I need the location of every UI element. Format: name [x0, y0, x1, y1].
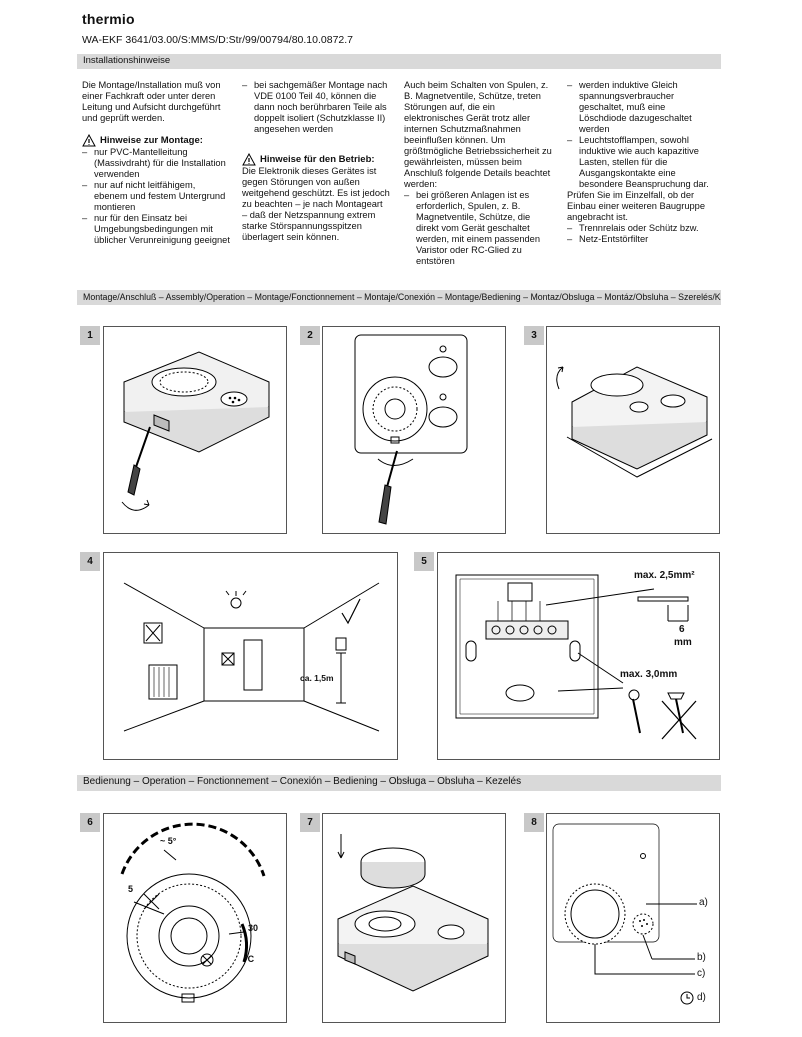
figure-6-panel: ~ 5° 5 30 °C [103, 813, 287, 1023]
room-mounting-illustration [123, 582, 380, 732]
text-column-1: Die Montage/Installation muß von einer F… [82, 80, 230, 246]
label-c: c) [697, 968, 706, 979]
wire-cross-section-label: max. 2,5mm² [634, 570, 695, 581]
figure-number: 4 [80, 552, 100, 571]
label-b: b) [697, 952, 706, 963]
min-temperature-label: 5 [128, 884, 134, 894]
figure-number: 1 [80, 326, 100, 345]
strip-length-label: 6 [679, 624, 685, 635]
section-band-installation: Installationshinweise [77, 54, 721, 69]
list-item: –nur PVC-Mantelleitung (Massivdraht) für… [82, 147, 226, 179]
list-item: –bei sachgemäßer Montage nach VDE 0100 T… [242, 80, 388, 134]
dial-reinsert-illustration [337, 834, 489, 992]
check-paragraph: Prüfen Sie im Einzelfall, ob der Einbau … [567, 190, 706, 222]
text-column-4: –werden induktive Gleich spannungsverbra… [567, 80, 715, 245]
step-approx-label: ~ 5° [160, 836, 177, 846]
operation-paragraph: Die Elektronik dieses Gerätes ist gegen … [242, 166, 390, 242]
list-item: –Leuchtstofflampen, sowohl induktive wie… [567, 135, 709, 189]
temperature-limit-dial-illustration [120, 822, 266, 1003]
brand-title: thermio [82, 11, 135, 27]
document-number: WA-EKF 3641/03.00/S:MMS/D:Str/99/00794/8… [82, 34, 354, 46]
figure-4-panel: ca. 1,5m [103, 552, 398, 760]
temperature-unit-label: °C [244, 954, 255, 964]
label-a: a) [699, 897, 708, 908]
interference-paragraph: Auch beim Schalten von Spulen, z. B. Mag… [404, 80, 552, 189]
strip-length-unit: mm [674, 637, 692, 648]
figure-7-panel [322, 813, 506, 1023]
intro-paragraph: Die Montage/Installation muß von einer F… [82, 80, 221, 123]
heading-mounting: Hinweise zur Montage: [82, 134, 230, 147]
thermostat-open-illustration [121, 351, 270, 511]
list-item: –Trennrelais oder Schütz bzw. [567, 223, 699, 233]
label-d: d) [697, 992, 706, 1003]
figure-1-panel [103, 326, 287, 534]
figure-number: 7 [300, 813, 320, 832]
text-column-3: Auch beim Schalten von Spulen, z. B. Mag… [404, 80, 552, 267]
controls-overview-illustration [552, 823, 697, 1005]
list-item: –Netz-Entstörfilter [567, 234, 649, 244]
dial-removal-illustration [354, 334, 468, 525]
heading-operation: Hinweise für den Betrieb: [242, 153, 390, 166]
figure-5-panel: max. 2,5mm² 6 mm max. 3,0mm [437, 552, 720, 760]
section-band-assembly: Montage/Anschluß – Assembly/Operation – … [77, 290, 721, 305]
figure-number: 2 [300, 326, 320, 345]
figure-number: 8 [524, 813, 544, 832]
section-band-operation: Bedienung – Operation – Fonctionnement –… [77, 775, 721, 791]
figure-8-panel: a) b) c) d) [546, 813, 720, 1023]
figure-2-panel [322, 326, 506, 534]
list-item: –nur für den Einsatz bei Umgebungsbeding… [82, 213, 230, 245]
cover-lift-illustration [556, 366, 713, 478]
screw-diameter-label: max. 3,0mm [620, 669, 678, 680]
list-item: –werden induktive Gleich spannungsverbra… [567, 80, 692, 134]
warning-icon [82, 134, 96, 147]
figure-number: 6 [80, 813, 100, 832]
list-item: –nur auf nicht leitfähigem, ebenem und f… [82, 180, 226, 212]
mounting-height-label: ca. 1,5m [300, 673, 334, 683]
figure-3-panel [546, 326, 720, 534]
list-item: –bei größeren Anlagen ist es erforderlic… [404, 190, 541, 266]
figure-number: 3 [524, 326, 544, 345]
terminal-wiring-illustration [455, 574, 697, 740]
figure-number: 5 [414, 552, 434, 571]
warning-icon [242, 153, 256, 166]
max-temperature-label: 30 [248, 923, 259, 933]
text-column-2: –bei sachgemäßer Montage nach VDE 0100 T… [242, 80, 390, 243]
